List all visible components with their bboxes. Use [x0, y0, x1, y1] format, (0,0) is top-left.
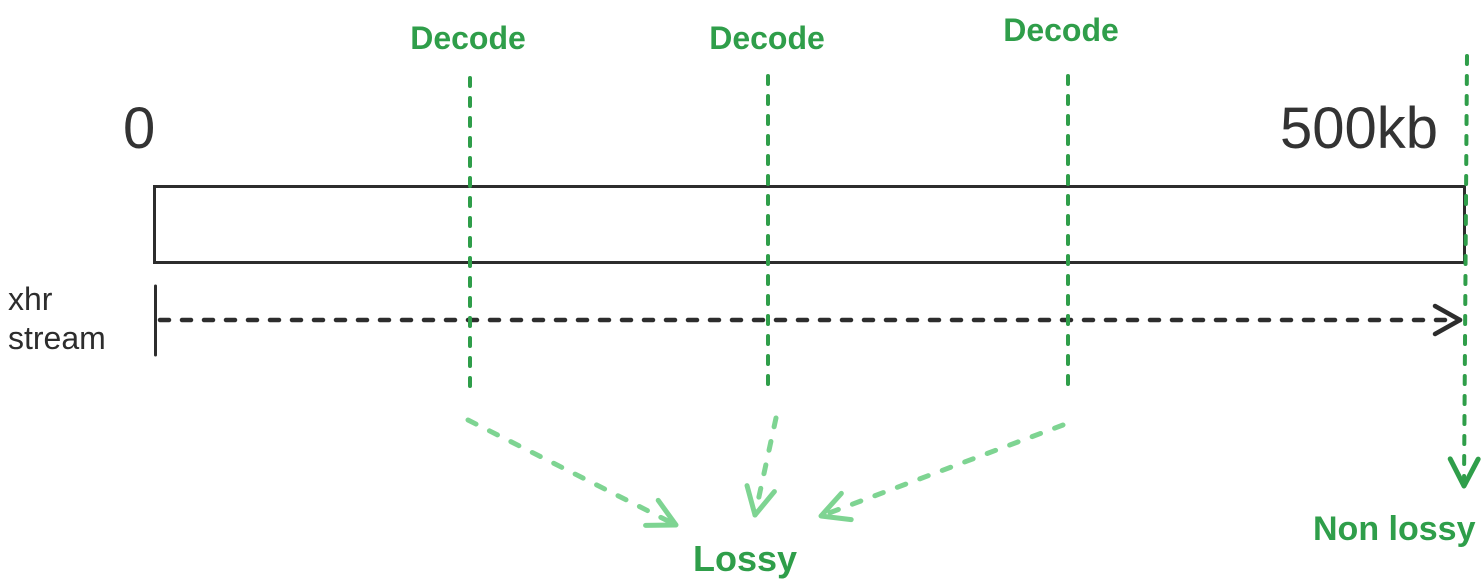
- byte-range-bar: [153, 185, 1466, 264]
- xhr-stream-label-line1: xhr: [8, 281, 53, 317]
- lossy-arrow-right: [818, 422, 1066, 523]
- non-lossy-label: Non lossy: [1313, 510, 1476, 548]
- xhr-stream-label: xhr stream: [8, 280, 106, 358]
- non-lossy-arrow: [1447, 54, 1481, 489]
- lossy-arrow-middle: [744, 415, 779, 518]
- xhr-stream-label-line2: stream: [8, 320, 106, 356]
- range-start-label: 0: [123, 96, 156, 161]
- decode-label-1: Decode: [410, 20, 526, 56]
- lossy-arrow-left: [465, 417, 679, 528]
- lossy-label: Lossy: [692, 538, 798, 579]
- range-end-label: 500kb: [1280, 96, 1439, 161]
- decode-label-3: Decode: [1003, 12, 1119, 48]
- decode-label-2: Decode: [709, 20, 825, 56]
